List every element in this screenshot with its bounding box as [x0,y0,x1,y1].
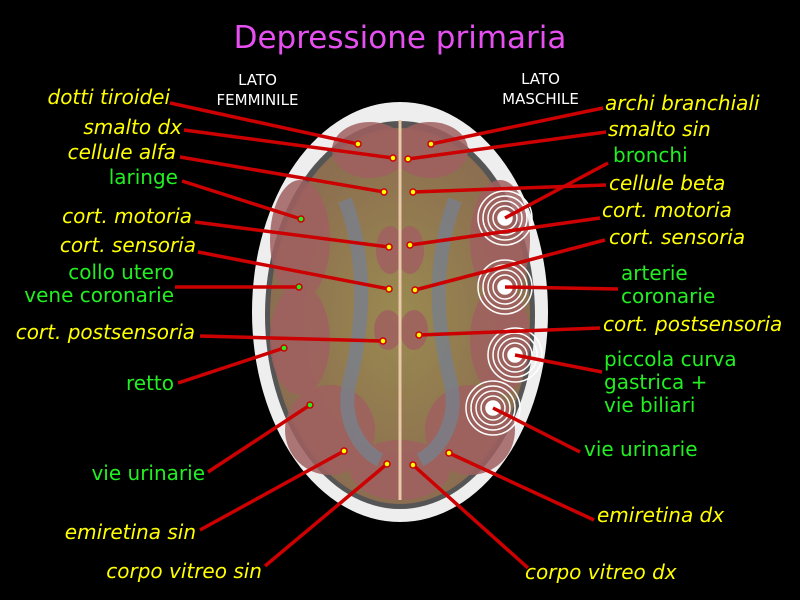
label-smalto-dx: smalto dx [83,115,182,139]
label-cellule-beta: cellule beta [609,171,726,195]
label-retto: retto [125,371,174,395]
marker-points [280,140,453,469]
label-vie-urinarie-left: vie urinarie [91,461,205,485]
label-cort-sensoria-left: cort. sensoria [59,233,196,257]
side-label-female: LATO FEMMINILE [205,70,310,110]
side-label-male: LATO MASCHILE [488,69,593,109]
label-cellule-alfa: cellule alfa [67,140,176,164]
label-corpo-vitreo-dx: corpo vitreo dx [525,560,677,584]
label-coronarie: coronarie [621,284,716,308]
label-cort-motoria-left: cort. motoria [62,204,192,228]
label-vie-urinarie-right: vie urinarie [584,437,698,461]
label-laringe: laringe [108,165,178,189]
label-dotti-tiroidei: dotti tiroidei [47,85,171,109]
label-smalto-sin: smalto sin [608,117,711,141]
side-label-line: FEMMINILE [216,91,299,109]
side-label-line: LATO [238,71,277,89]
label-gastrica: gastrica + [604,370,708,394]
label-cort-sensoria-right: cort. sensoria [609,225,746,249]
label-cort-postsensoria-left: cort. postsensoria [15,320,195,344]
side-label-line: MASCHILE [502,90,579,108]
leader-lines [169,101,619,570]
label-vie-biliari: vie biliari [604,393,696,417]
label-bronchi: bronchi [613,143,688,167]
label-corpo-vitreo-sin: corpo vitreo sin [106,559,262,583]
diagram-title: Depressione primaria [233,20,567,56]
label-vene-coronarie: vene coronarie [24,283,174,307]
label-archi-branchiali: archi branchiali [605,91,760,115]
ventricles [338,197,462,467]
label-collo-utero: collo utero [68,260,174,284]
label-piccola-curva: piccola curva [604,347,737,371]
label-arterie: arterie [621,261,688,285]
label-emiretina-sin: emiretina sin [64,520,196,544]
label-cort-motoria-right: cort. motoria [602,198,732,222]
side-label-line: LATO [521,70,560,88]
label-emiretina-dx: emiretina dx [597,503,725,527]
label-cort-postsensoria-right: cort. postsensoria [603,312,783,336]
